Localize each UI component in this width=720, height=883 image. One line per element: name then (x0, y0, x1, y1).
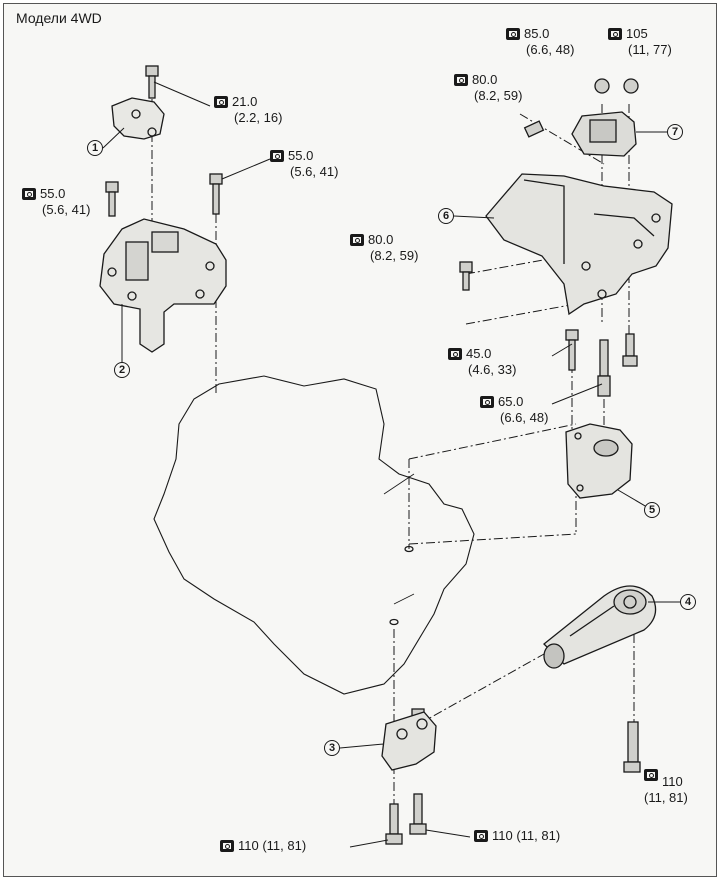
torque-value: 21.0 (232, 94, 258, 109)
bracket-part-6 (485, 173, 673, 316)
engine-inner-line (383, 473, 415, 605)
callout-4: 4 (680, 594, 696, 610)
torque-sub: (8.2, 59) (474, 88, 523, 103)
torque-value: 105 (626, 26, 648, 41)
bracket-part-1 (111, 97, 165, 140)
callout-3: 3 (324, 740, 340, 756)
torque-sub: (6.6, 48) (526, 42, 575, 57)
torque-wrench-icon (270, 150, 284, 162)
torque-sub: (2.2, 16) (234, 110, 283, 125)
torque-wrench-icon (448, 348, 462, 360)
callout-2: 2 (114, 362, 130, 378)
mount-part-2 (99, 218, 227, 353)
callout-1: 1 (87, 140, 103, 156)
torque-value: 80.0 (472, 72, 498, 87)
torque-value: 55.0 (288, 148, 314, 163)
engine-port-1 (404, 545, 414, 553)
torque-value: 55.0 (40, 186, 66, 201)
bolts (105, 65, 641, 845)
callout-6: 6 (438, 208, 454, 224)
diagram-title: Модели 4WD (16, 10, 102, 26)
torque-spec-55-upper: 55.0 (5.6, 41) (270, 148, 338, 180)
torque-value: 65.0 (498, 394, 524, 409)
torque-sub: (6.6, 48) (500, 410, 549, 425)
torque-spec-80-middle: 80.0 (8.2, 59) (350, 232, 418, 264)
mount-part-5 (565, 423, 633, 499)
diagram-frame: Модели 4WD 1 2 3 4 5 6 7 21.0 (2.2, 16) … (3, 3, 717, 877)
callout-5: 5 (644, 502, 660, 518)
rod-part-4 (543, 585, 657, 669)
torque-sub: (11, 81) (644, 790, 688, 805)
torque-sub: (8.2, 59) (370, 248, 419, 263)
torque-spec-80-upper: 80.0 (8.2, 59) (454, 72, 522, 104)
torque-spec-105: 105 (11, 77) (608, 26, 672, 58)
torque-wrench-icon (480, 396, 494, 408)
torque-wrench-icon (350, 234, 364, 246)
torque-value: 110 (662, 774, 683, 789)
torque-value: 80.0 (368, 232, 394, 247)
engine-port-2 (389, 618, 399, 626)
torque-value: 45.0 (466, 346, 492, 361)
torque-wrench-icon (506, 28, 520, 40)
torque-sub: (4.6, 33) (468, 362, 517, 377)
callout-7: 7 (667, 124, 683, 140)
torque-wrench-icon (644, 769, 658, 781)
torque-sub: (5.6, 41) (290, 164, 339, 179)
torque-wrench-icon (22, 188, 36, 200)
torque-wrench-icon (220, 840, 234, 852)
torque-spec-110-bottom-left: 110 (11, 81) (220, 838, 306, 854)
torque-wrench-icon (474, 830, 488, 842)
torque-value: 85.0 (524, 26, 550, 41)
callout-leaders (102, 81, 680, 848)
mount-part-7 (571, 111, 637, 157)
torque-wrench-icon (608, 28, 622, 40)
torque-spec-85: 85.0 (6.6, 48) (506, 26, 574, 58)
torque-sub: (5.6, 41) (42, 202, 91, 217)
torque-wrench-icon (454, 74, 468, 86)
torque-spec-21: 21.0 (2.2, 16) (214, 94, 282, 126)
bracket-part-3 (381, 711, 437, 771)
engine-outline (153, 375, 475, 695)
torque-value: 110 (11, 81) (238, 838, 307, 853)
torque-value: 110 (11, 81) (492, 828, 561, 843)
torque-sub: (11, 77) (628, 42, 672, 57)
torque-wrench-icon (214, 96, 228, 108)
torque-spec-45: 45.0 (4.6, 33) (448, 346, 516, 378)
torque-spec-55-left: 55.0 (5.6, 41) (22, 186, 90, 218)
torque-spec-65: 65.0 (6.6, 48) (480, 394, 548, 426)
engine-mount-diagram (99, 65, 680, 848)
torque-spec-110-bottom-right: 110 (11, 81) (474, 828, 560, 844)
torque-spec-110-right: 110 (11, 81) (644, 760, 688, 806)
